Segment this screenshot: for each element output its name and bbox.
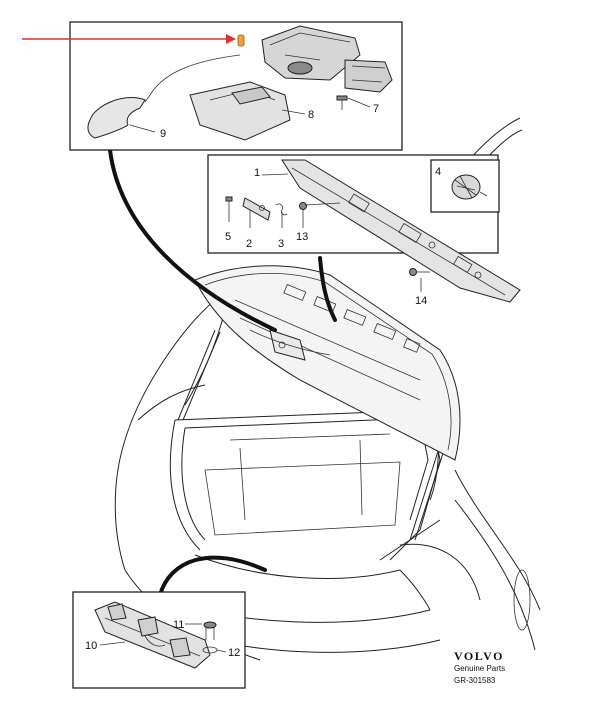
branding-block: VOLVO Genuine Parts GR-301583: [454, 649, 505, 685]
callout-5: 5: [225, 231, 231, 243]
inset-lock-assembly: 7 8 9: [69, 21, 403, 151]
callout-3: 3: [278, 238, 284, 250]
callout-4: 4: [435, 166, 441, 178]
red-arrow: [22, 34, 236, 44]
brand-name: VOLVO: [454, 649, 504, 663]
callout-7: 7: [373, 103, 379, 115]
diagram-code: GR-301583: [454, 676, 496, 685]
inset-striker: 11 12 10: [72, 591, 246, 689]
callout-13: 13: [296, 231, 308, 243]
leader-handle: [318, 256, 337, 322]
callout-8: 8: [308, 109, 314, 121]
callout-11: 11: [173, 619, 184, 631]
callout-9: 9: [160, 128, 166, 140]
callout-2: 2: [246, 238, 252, 250]
leader-striker: [158, 555, 267, 597]
leader-latch: [108, 148, 277, 332]
brand-subtitle: Genuine Parts: [454, 664, 505, 673]
callout-10: 10: [85, 640, 97, 652]
car-body: [114, 117, 541, 661]
highlighted-clip: [237, 34, 245, 47]
callout-12: 12: [228, 647, 240, 659]
screw-14: 14: [409, 268, 430, 307]
inset-cover-4: 4: [430, 159, 500, 213]
trunk-lid: [194, 265, 461, 461]
callout-14: 14: [415, 295, 427, 307]
callout-1: 1: [254, 167, 260, 179]
